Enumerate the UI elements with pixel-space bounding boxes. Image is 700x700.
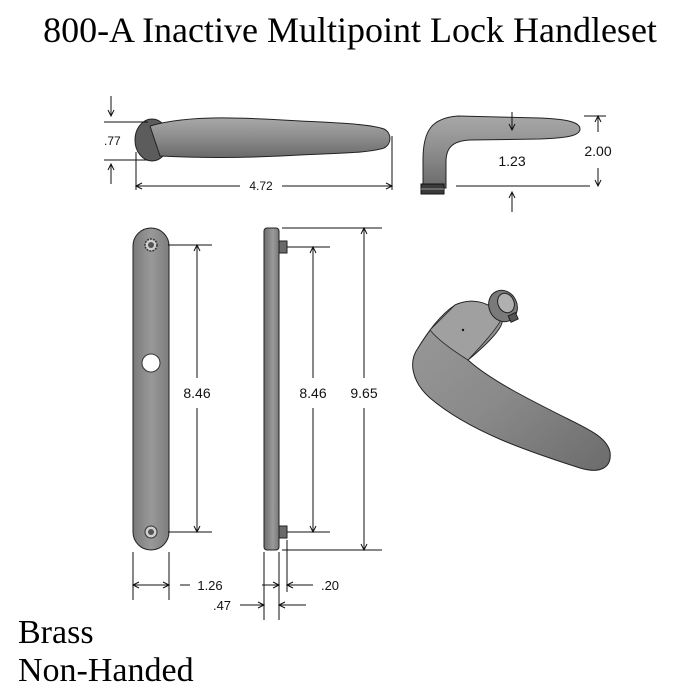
- dim-lever-height: .77: [104, 134, 121, 148]
- dim-plate-width: 1.26: [197, 578, 222, 593]
- lever-side-view: [420, 115, 581, 195]
- escutcheon-front-view: [132, 227, 170, 551]
- lever-isometric-view: [412, 289, 611, 471]
- dim-lever-rose: 1.23: [498, 153, 525, 169]
- dim-plate-length: 9.65: [350, 385, 377, 401]
- dim-lever-projection: 2.00: [584, 143, 611, 159]
- dim-post-thickness: .20: [321, 578, 339, 593]
- handing-label: Non-Handed: [18, 652, 194, 689]
- dim-lever-length: 4.72: [249, 179, 273, 193]
- dimension-lines: .77 4.72 1.23 2.00 8.46 8.46 9.65 1.26 .…: [104, 96, 612, 620]
- escutcheon-side-view: [263, 227, 288, 551]
- dim-plate-hole-front: 8.46: [183, 385, 210, 401]
- page-title: 800-A Inactive Multipoint Lock Handleset: [43, 10, 657, 50]
- lever-top-view: [134, 117, 391, 162]
- dim-plate-hole-side: 8.46: [299, 385, 326, 401]
- dim-plate-thickness: .47: [213, 598, 231, 613]
- finish-label: Brass: [18, 614, 94, 651]
